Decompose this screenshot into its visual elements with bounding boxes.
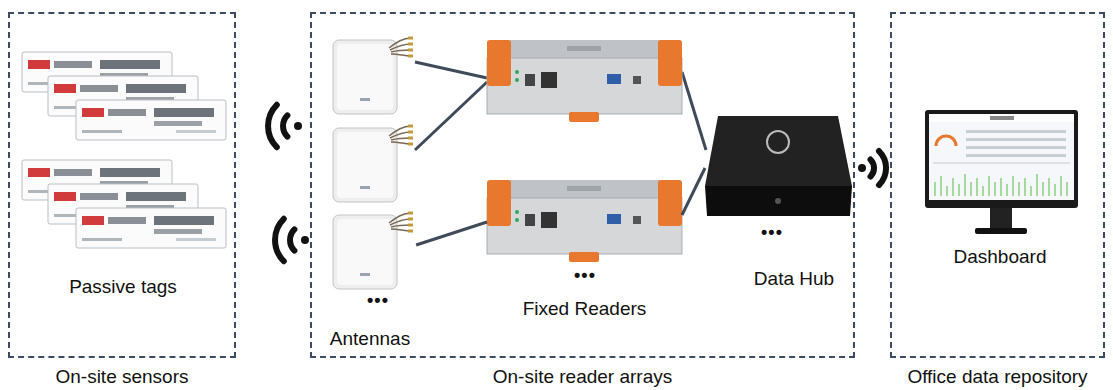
monitor: [934, 182, 936, 196]
region-title: Office data repository: [907, 366, 1087, 388]
monitor: [976, 178, 978, 196]
data-hub-device: [775, 198, 781, 204]
component-group: Dashboard: [905, 100, 1095, 268]
monitor: [966, 138, 1066, 141]
monitor: [958, 184, 960, 196]
antennas: [333, 212, 413, 290]
monitor: [990, 116, 1014, 120]
dashed-border: [8, 12, 236, 358]
antennas: [333, 125, 413, 203]
monitor: [982, 186, 984, 196]
wireless-signal: [290, 229, 294, 250]
monitor: [933, 162, 1070, 164]
data-hub-device: [767, 131, 789, 153]
component-label: Antennas: [330, 328, 410, 350]
component-label: Dashboard: [954, 246, 1047, 268]
monitor: [1030, 186, 1032, 196]
monitor: [988, 176, 990, 196]
wireless-signal: [275, 219, 284, 261]
connector-line: [416, 222, 487, 245]
readers: [487, 40, 682, 262]
wireless-signal: [268, 105, 277, 147]
monitor: [1006, 184, 1008, 196]
passive-tags: [22, 52, 226, 248]
monitor: [925, 110, 1078, 208]
monitor: [952, 178, 954, 196]
wireless-signal: [871, 160, 875, 177]
ellipsis-dots: •••: [574, 265, 596, 285]
readers: [487, 40, 682, 122]
monitor: [1000, 178, 1002, 196]
monitor: [946, 186, 948, 196]
wireless-dot: [301, 236, 309, 244]
monitor: [994, 182, 996, 196]
data-hub-device: [705, 116, 852, 216]
wireless-dot: [294, 122, 302, 130]
monitor: [1042, 182, 1044, 196]
monitor: [964, 174, 966, 196]
monitor: [966, 154, 1066, 157]
monitor: [1054, 184, 1056, 196]
monitor: [1024, 178, 1026, 196]
monitor: [966, 130, 1066, 133]
region-panel: On-site reader arrays Antennas Fixed Reade…: [310, 12, 855, 390]
data-hub-device: [705, 116, 852, 186]
monitor: [1012, 176, 1014, 196]
monitor: [975, 228, 1027, 234]
monitor: [940, 176, 942, 196]
antennas: [333, 37, 413, 290]
dashed-border: [890, 12, 1105, 358]
monitor: [1066, 182, 1068, 196]
passive-tags: [76, 100, 226, 140]
monitor: [1060, 176, 1062, 196]
wire: [415, 82, 487, 150]
component-group: Data Hub: [705, 118, 853, 290]
ellipsis-dots: •••: [367, 290, 389, 310]
antennas: [333, 37, 413, 115]
component-label: Fixed Readers: [523, 298, 647, 320]
monitor: [1048, 178, 1050, 196]
monitor: [929, 114, 1074, 122]
component-label: Data Hub: [754, 268, 834, 290]
readers: [487, 180, 682, 262]
passive-tags: [76, 208, 226, 248]
wire: [682, 72, 706, 150]
region-title: On-site sensors: [55, 366, 188, 388]
monitor: [934, 174, 1068, 196]
monitor: [929, 114, 1074, 200]
component-label: Passive tags: [69, 276, 177, 298]
wireless-signal: [283, 115, 287, 136]
monitor: [1018, 182, 1020, 196]
monitor: [990, 208, 1012, 228]
region-panel: Office data repository Dashboard: [890, 12, 1105, 390]
wireless-signal: [879, 151, 886, 185]
wire: [415, 62, 487, 78]
data-hub-device: [705, 186, 852, 216]
wireless-dot: [858, 164, 866, 172]
component-group: Passive tags: [18, 40, 228, 298]
ellipsis-dots: •••: [761, 222, 783, 242]
connector-line: [682, 168, 705, 215]
monitor: [970, 182, 972, 196]
region-title: On-site reader arrays: [493, 366, 673, 388]
monitor: [966, 146, 1066, 149]
monitor: [925, 110, 1078, 234]
region-panel: On-site sensors Passive tags: [8, 12, 236, 390]
monitor: [936, 136, 956, 146]
monitor: [1036, 174, 1038, 196]
